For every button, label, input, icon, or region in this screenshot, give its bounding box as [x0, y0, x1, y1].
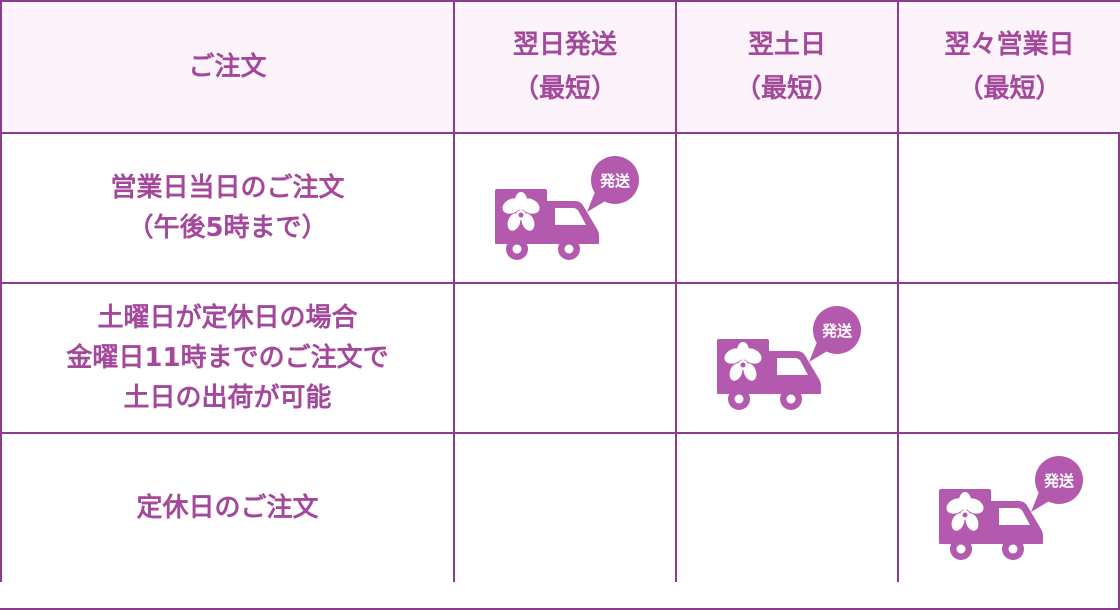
- cell-r3-c2: [675, 432, 897, 582]
- cell-r1-c1: 発送: [453, 132, 675, 282]
- delivery-truck-icon: 発送: [717, 306, 861, 410]
- row-label-line: 定休日のご注文: [136, 493, 319, 523]
- row-label-holiday: 定休日のご注文: [0, 432, 453, 582]
- row-label-same-day: 営業日当日のご注文 （午後5時まで）: [0, 132, 453, 282]
- row-label-line: 金曜日11時までのご注文で: [66, 343, 389, 373]
- header-next-day-note: （最短）: [512, 74, 617, 104]
- cell-r1-c3: [897, 132, 1120, 282]
- header-next-weekend-note: （最短）: [734, 74, 839, 104]
- header-order: ご注文: [0, 0, 453, 132]
- cell-r2-c2: 発送: [675, 282, 897, 432]
- delivery-truck-icon: 発送: [939, 456, 1083, 560]
- ship-badge-text: 発送: [821, 322, 853, 340]
- header-next-weekend-label: 翌土日: [747, 30, 826, 60]
- orchid-icon: [724, 342, 762, 381]
- row-label-line: 営業日当日のご注文: [110, 173, 345, 203]
- header-two-business-days: 翌々営業日 （最短）: [897, 0, 1120, 132]
- header-two-business-days-label: 翌々営業日: [944, 30, 1075, 60]
- header-order-label: ご注文: [188, 52, 267, 82]
- ship-badge-text: 発送: [599, 172, 631, 190]
- cell-r2-c1: [453, 282, 675, 432]
- header-next-day: 翌日発送 （最短）: [453, 0, 675, 132]
- ship-badge-text: 発送: [1043, 472, 1075, 490]
- cell-r3-c3: 発送: [897, 432, 1120, 582]
- orchid-icon: [502, 192, 540, 231]
- delivery-truck-icon: 発送: [495, 156, 639, 260]
- header-next-weekend: 翌土日 （最短）: [675, 0, 897, 132]
- header-next-day-label: 翌日発送: [512, 30, 617, 60]
- header-two-business-days-note: （最短）: [957, 74, 1062, 104]
- orchid-icon: [946, 492, 984, 531]
- cell-r2-c3: [897, 282, 1120, 432]
- row-label-line: （午後5時まで）: [127, 213, 328, 243]
- cell-r3-c1: [453, 432, 675, 582]
- row-label-saturday-closed: 土曜日が定休日の場合 金曜日11時までのご注文で 土日の出荷が可能: [0, 282, 453, 432]
- row-label-line: 土日の出荷が可能: [123, 383, 332, 413]
- cell-r1-c2: [675, 132, 897, 282]
- row-label-line: 土曜日が定休日の場合: [97, 303, 358, 333]
